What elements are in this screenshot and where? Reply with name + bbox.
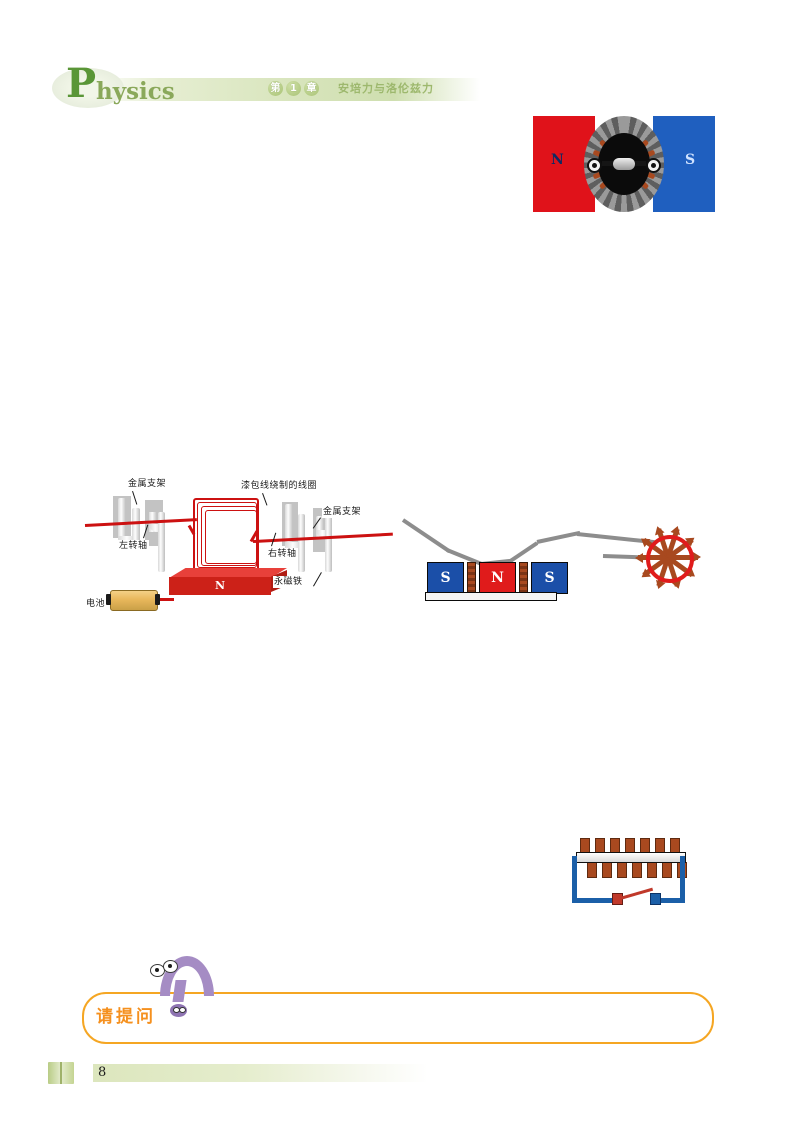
switch-assembly[interactable] (612, 887, 661, 906)
leader-bracket-left (132, 491, 138, 505)
solenoid-turn-bottom (617, 862, 627, 878)
post-right (519, 562, 528, 594)
label-bracket-right: 金属支架 (322, 506, 363, 518)
magnet-top-face (169, 568, 287, 578)
bracket-right-hookfoot (316, 530, 332, 538)
question-mark-mascot-icon (150, 954, 214, 1017)
magnet-rail-figure: S N S (395, 512, 715, 607)
solenoid-turn-bottom (632, 862, 642, 878)
motor-cross-section-figure: N S (533, 116, 715, 212)
solenoid-turn-bottom (647, 862, 657, 878)
question-box (82, 992, 714, 1044)
simple-motor-apparatus-figure: N 金属支架 漆包线绕制的线圈 金属支架 左转轴 右转轴 永磁铁 电池 (84, 478, 395, 633)
solenoid-turn-bottom (662, 862, 672, 878)
book-icon (48, 1062, 74, 1084)
page-header: P hysics 第 1 章 安培力与洛伦兹力 (30, 60, 480, 110)
rotor-wheel (635, 524, 701, 590)
question-box-label: 请提问 (96, 1007, 156, 1027)
battery-body (110, 590, 158, 611)
magnet-label-2: N (491, 570, 504, 586)
battery-terminal-right (155, 594, 160, 605)
solenoid-turn-bottom (602, 862, 612, 878)
brush-left (587, 158, 602, 173)
chapter-heading: 第 1 章 安培力与洛伦兹力 (268, 80, 434, 96)
mascot-hook (160, 956, 214, 996)
label-magnet: 永磁铁 (273, 576, 304, 588)
label-battery: 电池 (85, 598, 107, 610)
label-bracket-left: 金属支架 (127, 478, 168, 490)
chapter-unit: 章 (304, 80, 319, 96)
wire-segment-5 (536, 530, 581, 544)
battery-terminal-left (106, 594, 111, 605)
bracket-left-post2 (132, 508, 140, 542)
battery-lead (160, 598, 174, 601)
leader-magnet (313, 572, 322, 587)
magnet-block-south-left: S (427, 562, 464, 594)
mascot-eye-right (163, 960, 178, 973)
magnet-label-1: S (440, 570, 451, 586)
logo-oval (52, 68, 124, 108)
solenoid-circuit-figure (568, 836, 708, 914)
leader-coil (262, 493, 268, 506)
bracket-right-post (285, 504, 293, 550)
header-bar (90, 78, 480, 101)
north-pole-label: N (551, 152, 564, 168)
footer-bar (93, 1064, 428, 1082)
chapter-number: 1 (286, 80, 301, 96)
magnet-block-south-right: S (531, 562, 568, 594)
bracket-left-leg (158, 512, 165, 572)
magnet-front-face: N (169, 577, 271, 595)
circuit-wire-bottom-right (656, 898, 685, 903)
motor-shaft (613, 158, 635, 170)
bracket-right-hook (316, 516, 324, 538)
mascot-dot-eye-right (179, 1007, 186, 1013)
bracket-right-leg2 (325, 516, 332, 572)
rotor-ring (646, 535, 694, 583)
magnet-pole-label: N (215, 579, 226, 592)
solenoid-turn-bottom (587, 862, 597, 878)
circuit-wire-left (572, 856, 577, 902)
wire-segment-1 (401, 518, 451, 553)
label-axle-left: 左转轴 (118, 540, 149, 552)
mascot-eye-left (150, 964, 165, 977)
physics-logo-text: hysics (96, 78, 175, 105)
label-axle-right: 右转轴 (267, 548, 298, 560)
switch-arm[interactable] (619, 887, 654, 900)
circuit-wire-right (680, 856, 685, 902)
magnet-block-north: N (479, 562, 516, 594)
magnet-base-plate (425, 592, 557, 601)
mascot-dot (170, 1004, 187, 1017)
wire-segment-4 (507, 541, 539, 564)
page-number: 8 (98, 1065, 107, 1080)
brush-right (646, 158, 661, 173)
page-footer: 8 (48, 1062, 428, 1084)
rotor-assembly (584, 116, 664, 212)
mascot-tail (172, 980, 187, 1002)
bracket-right-foot (285, 542, 305, 550)
label-coil: 漆包线绕制的线圈 (240, 480, 319, 492)
post-left (467, 562, 476, 594)
axle-left-wire (84, 518, 197, 527)
bracket-left-hookfoot (149, 524, 165, 532)
magnet-label-3: S (544, 570, 555, 586)
chapter-prefix: 第 (268, 80, 283, 96)
physics-logo-initial: P (66, 60, 97, 107)
bracket-right-leg (298, 514, 305, 572)
bracket-left-post (118, 498, 126, 542)
chapter-title: 安培力与洛伦兹力 (338, 82, 434, 95)
solenoid-core-rod (576, 852, 686, 863)
coil-turn-4 (205, 510, 257, 564)
circuit-wire-bottom-left (572, 898, 616, 903)
south-pole-label: S (685, 152, 696, 168)
switch-base (650, 893, 661, 905)
